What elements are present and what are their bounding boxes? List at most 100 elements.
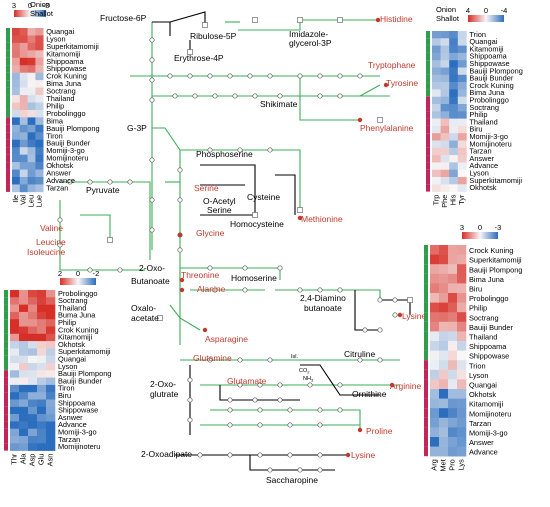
heatmap-cell bbox=[440, 140, 450, 149]
pathway-node bbox=[247, 73, 253, 79]
heatmap-cell bbox=[27, 42, 36, 51]
group-strip bbox=[426, 45, 430, 53]
heatmap-cell bbox=[457, 302, 467, 313]
heatmap-cell bbox=[449, 118, 459, 127]
heatmap-cell bbox=[35, 42, 44, 51]
heatmap-row-label: Biru bbox=[469, 285, 482, 294]
heatmap-cell bbox=[19, 392, 29, 400]
heatmap-cell bbox=[440, 89, 450, 97]
heatmap-cell bbox=[10, 319, 20, 327]
heatmap-cell bbox=[35, 50, 44, 59]
pathway-nodes bbox=[57, 17, 413, 473]
heatmap-cell bbox=[457, 264, 467, 275]
heatmap-cell bbox=[46, 297, 56, 305]
group-strip bbox=[426, 67, 430, 75]
label-imidazole-2: glycerol-3P bbox=[289, 38, 332, 48]
heatmap-cell bbox=[28, 304, 38, 313]
label-citruline: Citruline bbox=[344, 349, 375, 359]
heatmap-cell bbox=[19, 428, 29, 437]
heatmap-cell bbox=[432, 133, 441, 141]
heatmap-row-label: Bauiji Plompong bbox=[46, 124, 99, 133]
heatmap-row-label: Tiron bbox=[46, 131, 63, 140]
heatmap-cell bbox=[10, 392, 20, 400]
heatmap-cell bbox=[457, 96, 467, 105]
heatmap-cell bbox=[35, 72, 44, 81]
heatmap-group-label: Onion bbox=[436, 5, 456, 14]
heatmap-cell bbox=[440, 96, 450, 105]
heatmap-cell bbox=[430, 341, 440, 351]
heatmap-cell bbox=[457, 369, 467, 380]
heatmap-row-label: Bima Juna bbox=[469, 88, 505, 97]
heatmap-cell bbox=[457, 155, 467, 163]
aa-arginine: Arginine bbox=[390, 381, 421, 391]
heatmap-cell bbox=[448, 341, 458, 351]
heatmap-cell bbox=[457, 321, 467, 332]
pathway-node bbox=[149, 97, 155, 103]
heatmap-cell bbox=[448, 437, 458, 447]
heatmap-cell bbox=[27, 139, 36, 148]
heatmap-row-label: Crok Kuning bbox=[58, 325, 99, 334]
heatmap-cell bbox=[439, 245, 449, 255]
heatmap-cell bbox=[449, 162, 459, 170]
legend-colorbar bbox=[60, 278, 96, 285]
heatmap-cell bbox=[19, 132, 28, 141]
heatmap-cell bbox=[12, 50, 21, 59]
heatmap-cell bbox=[28, 363, 38, 371]
heatmap-cell bbox=[448, 321, 458, 332]
heatmap-cell bbox=[28, 297, 38, 305]
heatmap-cell bbox=[12, 124, 21, 133]
heatmap-cell bbox=[440, 162, 450, 170]
heatmap-row-label: Thailand bbox=[46, 94, 74, 103]
heatmap-top-right: TrionQuangaiKitamomijiShippoamaShippowas… bbox=[426, 5, 523, 208]
heatmap-cell bbox=[19, 319, 29, 327]
heatmap-cell bbox=[46, 290, 56, 298]
heatmap-cell bbox=[12, 162, 21, 170]
heatmap-cell bbox=[27, 72, 36, 81]
heatmap-cell bbox=[19, 421, 29, 429]
heatmap-row-label: Quangai bbox=[469, 37, 497, 46]
aa-asparagine: Asparagine bbox=[205, 334, 248, 344]
heatmap-cell bbox=[35, 184, 44, 193]
group-strip bbox=[6, 35, 10, 43]
heatmap-cell bbox=[449, 177, 459, 185]
heatmap-cell bbox=[449, 52, 459, 61]
heatmap-row-label: Lyson bbox=[46, 34, 65, 43]
heatmap-cell bbox=[10, 377, 20, 386]
label-homoserine: Homoserine bbox=[231, 273, 277, 283]
heatmap-cell bbox=[37, 297, 47, 305]
heatmap-row-label: Momiji-3-go bbox=[469, 132, 508, 141]
pathway-node bbox=[277, 397, 283, 403]
aa-serine: Serine bbox=[194, 183, 219, 193]
heatmap-row-label: Advance bbox=[58, 420, 87, 429]
heatmap-cell bbox=[35, 28, 44, 36]
heatmap-cell bbox=[457, 389, 467, 399]
group-strip bbox=[4, 414, 8, 422]
heatmap-cell bbox=[10, 341, 20, 349]
amino-acid-node bbox=[297, 215, 303, 221]
heatmap-cell bbox=[28, 384, 38, 393]
heatmap-row-label: Momiji-3-go bbox=[58, 428, 97, 437]
heatmap-group-label: Shallot bbox=[436, 14, 460, 23]
legend-tick: 0 bbox=[478, 223, 482, 232]
aa-tyrosine: Tyrosine bbox=[386, 78, 418, 88]
heatmap-cell bbox=[35, 65, 44, 73]
heatmap-cell bbox=[448, 350, 458, 361]
heatmap-row-label: Kitamomiji bbox=[46, 49, 80, 58]
heatmap-cell bbox=[457, 60, 467, 68]
group-strip bbox=[426, 118, 430, 126]
heatmap-cell bbox=[46, 392, 56, 400]
heatmap-cell bbox=[37, 377, 47, 386]
heatmap-row-label: Quangai bbox=[469, 381, 497, 390]
group-strip bbox=[424, 321, 428, 332]
label-nh3: NH3 bbox=[303, 376, 314, 383]
heatmap-cell bbox=[432, 60, 441, 68]
heatmap-cell bbox=[449, 125, 459, 134]
heatmap-row-label: Shippowase bbox=[46, 64, 86, 73]
heatmap-cell bbox=[12, 147, 21, 155]
heatmap-cell bbox=[449, 104, 459, 112]
heatmap-cell bbox=[46, 443, 56, 451]
heatmap-row-label: Momiji-3-go bbox=[46, 146, 85, 155]
pathway-node bbox=[317, 452, 323, 458]
heatmap-col-label: Met bbox=[439, 459, 448, 471]
group-strip bbox=[4, 297, 8, 305]
